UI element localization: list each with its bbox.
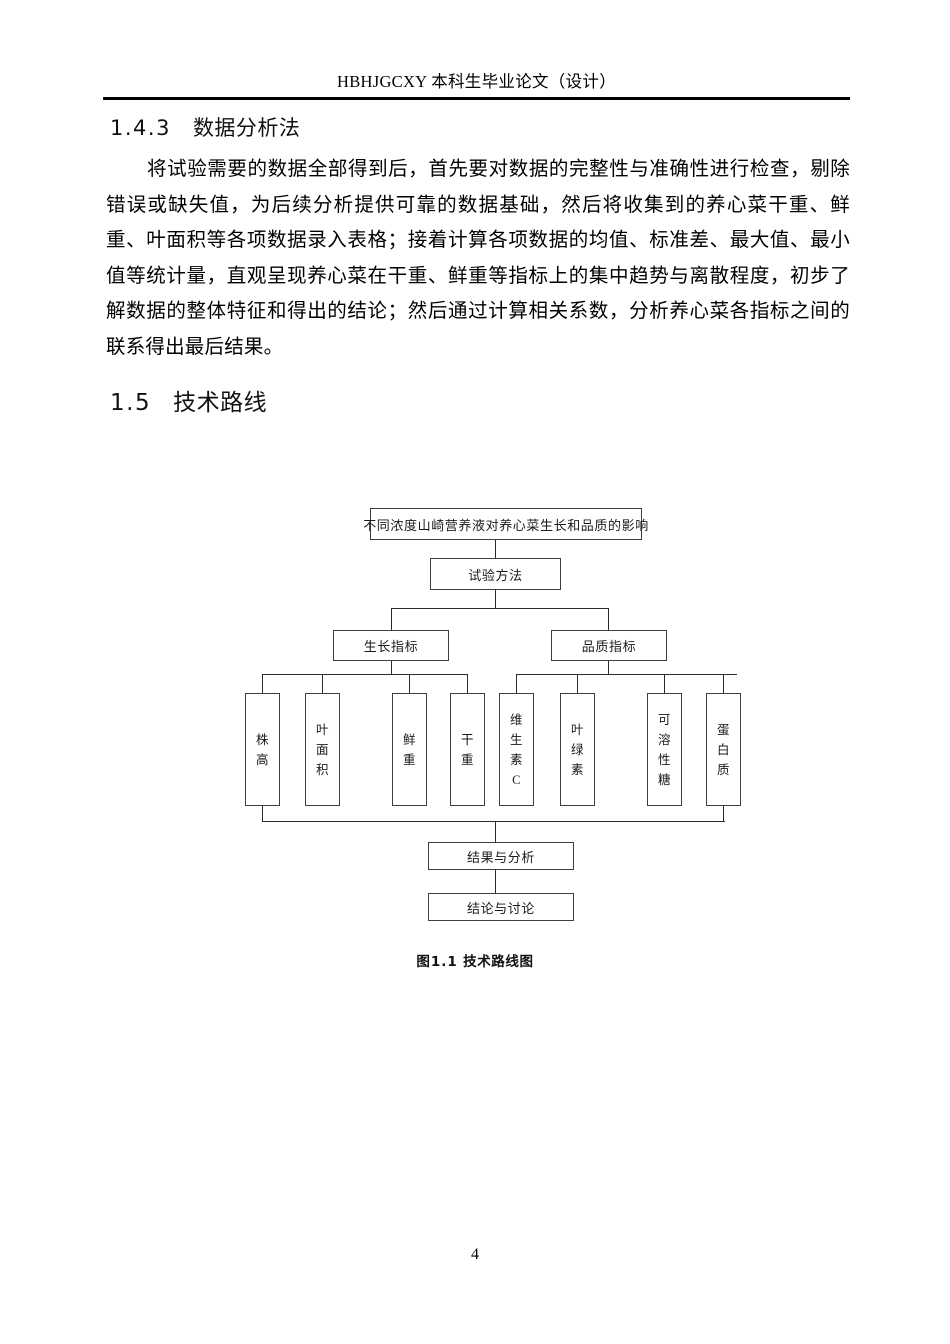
flowchart-node-conclusion: 结论与讨论	[428, 893, 574, 921]
flowchart-node-growth-branch: 生长指标	[333, 630, 449, 661]
body-paragraph-1: 将试验需要的数据全部得到后，首先要对数据的完整性与准确性进行检查，剔除错误或缺失…	[106, 159, 850, 358]
connector-collector-right-stub	[723, 806, 725, 822]
flowchart-leaf-quality-4-label: 蛋白质	[716, 722, 730, 777]
flowchart-leaf-quality-3: 可溶性糖	[647, 693, 682, 806]
flowchart-leaf-growth-2: 叶面积	[305, 693, 340, 806]
figure-caption: 图1.1 技术路线图	[0, 950, 950, 970]
flowchart-node-root: 不同浓度山崎营养液对养心菜生长和品质的影响	[363, 508, 648, 540]
flowchart-node-results: 结果与分析	[428, 842, 574, 870]
connector-bus-to-quality	[608, 608, 610, 630]
connector-growth-distributor	[262, 674, 468, 676]
connector-growth-down	[391, 661, 393, 675]
flowchart-leaf-growth-4-label: 干重	[460, 732, 474, 767]
connector-bus-to-growth	[391, 608, 393, 630]
connector-quality-down	[608, 661, 610, 675]
connector-collector-left-stub	[262, 806, 264, 822]
flowchart-node-method-label: 试验方法	[468, 567, 523, 583]
flowchart-leaf-growth-2-label: 叶面积	[315, 722, 329, 777]
flowchart-leaf-quality-1-label: 维生素C	[509, 712, 523, 787]
figure-caption-number: 图1.1	[416, 954, 458, 970]
connector-quality-stub-4	[723, 674, 725, 694]
connector-results-to-conclusion	[495, 870, 497, 894]
figure-caption-title: 技术路线图	[463, 954, 534, 970]
connector-collector-to-results	[495, 821, 497, 843]
flowchart-leaf-growth-4: 干重	[450, 693, 485, 806]
flowchart-leaf-quality-1: 维生素C	[499, 693, 534, 806]
connector-branch-bus	[391, 608, 609, 610]
heading-1-5-title: 技术路线	[173, 390, 268, 416]
flowchart-leaf-growth-3: 鲜重	[392, 693, 427, 806]
flowchart-node-quality-branch: 品质指标	[551, 630, 667, 661]
connector-growth-stub-3	[409, 674, 411, 694]
header-rule	[103, 96, 850, 100]
connector-collector-bus	[262, 821, 725, 823]
connector-quality-stub-1	[516, 674, 518, 694]
heading-1-4-3-title: 数据分析法	[192, 116, 301, 140]
flowchart-leaf-quality-2: 叶绿素	[560, 693, 595, 806]
connector-growth-stub-4	[467, 674, 469, 694]
connector-quality-stub-3	[664, 674, 666, 694]
flowchart-node-quality-branch-label: 品质指标	[581, 639, 637, 654]
running-header-title: HBHJGCXY 本科生毕业论文（设计）	[336, 72, 617, 91]
connector-growth-stub-1	[262, 674, 264, 694]
connector-quality-stub-2	[577, 674, 579, 694]
heading-1-5: 1.5 技术路线	[110, 383, 267, 417]
running-header: HBHJGCXY 本科生毕业论文（设计）	[103, 72, 850, 100]
connector-root-to-method	[495, 540, 497, 558]
flowchart-leaf-growth-1: 株高	[245, 693, 280, 806]
connector-method-down	[495, 590, 497, 609]
heading-1-4-3-number: 1.4.3	[110, 116, 171, 140]
flowchart-leaf-quality-3-label: 可溶性糖	[657, 712, 671, 787]
page-number: 4	[471, 1246, 479, 1263]
flowchart-node-results-label: 结果与分析	[466, 849, 535, 865]
heading-1-4-3: 1.4.3 数据分析法	[110, 112, 300, 142]
flowchart-node-growth-branch-label: 生长指标	[363, 639, 419, 654]
flowchart-leaf-growth-3-label: 鲜重	[402, 732, 416, 767]
heading-1-5-number: 1.5	[110, 390, 152, 416]
flowchart-node-conclusion-label: 结论与讨论	[466, 900, 535, 916]
connector-growth-stub-2	[322, 674, 324, 694]
flowchart-leaf-growth-1-label: 株高	[255, 732, 269, 767]
connector-quality-distributor	[516, 674, 737, 676]
flowchart-node-method: 试验方法	[430, 558, 561, 590]
flowchart-leaf-quality-2-label: 叶绿素	[570, 722, 584, 777]
flowchart-leaf-quality-4: 蛋白质	[706, 693, 741, 806]
flowchart-node-root-label: 不同浓度山崎营养液对养心菜生长和品质的影响	[363, 517, 649, 533]
